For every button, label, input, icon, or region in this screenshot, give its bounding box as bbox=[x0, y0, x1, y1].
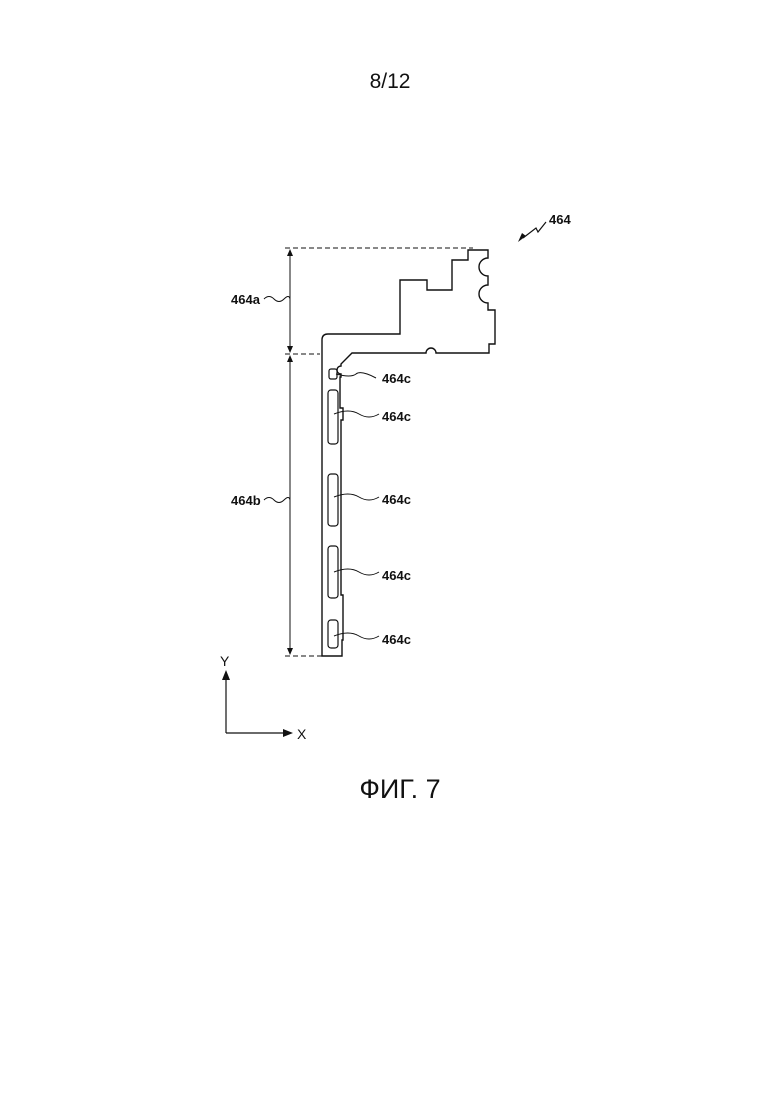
y-axis-arrow-icon bbox=[222, 670, 230, 680]
hole-label-464c: 464c bbox=[382, 409, 411, 424]
hole-label-464c: 464c bbox=[382, 568, 411, 583]
dimension-arrow bbox=[287, 249, 293, 256]
figure-caption: ФИГ. 7 bbox=[0, 774, 780, 805]
hole-label-464c: 464c bbox=[382, 492, 411, 507]
reference-arrowhead bbox=[518, 233, 526, 242]
y-axis-label: Y bbox=[220, 653, 230, 669]
part-label: 464 bbox=[549, 212, 571, 227]
reference-arrow bbox=[523, 222, 546, 238]
section-label-464b: 464b bbox=[231, 493, 261, 508]
hole-label-464c: 464c bbox=[382, 632, 411, 647]
section-label-464a: 464a bbox=[231, 292, 261, 307]
leader-464a bbox=[264, 297, 290, 302]
hole-label-464c: 464c bbox=[382, 371, 411, 386]
dimension-arrow bbox=[287, 355, 293, 362]
dimension-arrow bbox=[287, 346, 293, 353]
x-axis-label: X bbox=[297, 726, 307, 742]
dimension-arrow bbox=[287, 648, 293, 655]
leader-464c bbox=[336, 373, 376, 378]
leader-464b bbox=[264, 498, 290, 503]
x-axis-arrow-icon bbox=[283, 729, 293, 737]
part-outline bbox=[322, 250, 495, 656]
